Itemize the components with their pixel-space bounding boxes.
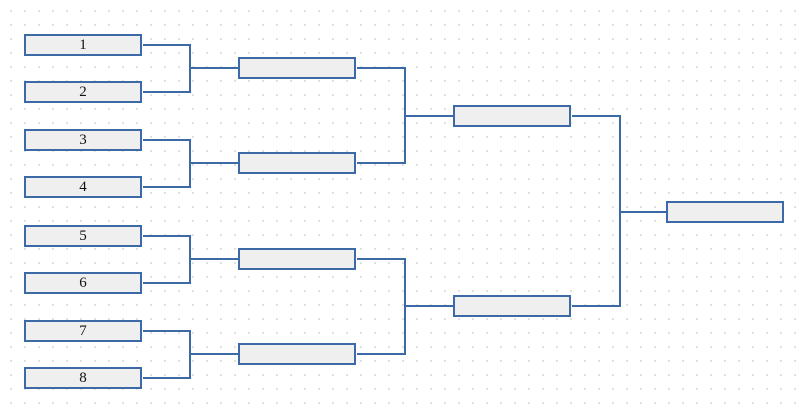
round1-slot-6: 6: [24, 272, 142, 294]
connector-r1-m4: [143, 330, 238, 379]
seed-label: 8: [79, 369, 87, 386]
round1-slot-2: 2: [24, 81, 142, 103]
round2-slot-3: [238, 248, 356, 270]
final-slot: [666, 201, 784, 223]
round1-slot-1: 1: [24, 34, 142, 56]
semifinal-slot-1: [453, 105, 571, 127]
connector-semifinal: [572, 115, 666, 307]
round1-slot-7: 7: [24, 320, 142, 342]
round1-slot-8: 8: [24, 367, 142, 389]
seed-label: 1: [79, 36, 87, 53]
seed-label: 3: [79, 131, 87, 148]
seed-label: 6: [79, 274, 87, 291]
connector-r2-m1: [357, 67, 453, 164]
seed-label: 2: [79, 83, 87, 100]
seed-label: 4: [79, 178, 87, 195]
round1-slot-5: 5: [24, 225, 142, 247]
round2-slot-2: [238, 152, 356, 174]
semifinal-slot-2: [453, 295, 571, 317]
seed-label: 5: [79, 227, 87, 244]
seed-label: 7: [79, 322, 87, 339]
round2-slot-1: [238, 57, 356, 79]
connector-r2-m2: [357, 258, 453, 355]
round2-slot-4: [238, 343, 356, 365]
round1-slot-4: 4: [24, 176, 142, 198]
connector-r1-m2: [143, 139, 238, 188]
round1-slot-3: 3: [24, 129, 142, 151]
connector-r1-m1: [143, 44, 238, 93]
connector-r1-m3: [143, 235, 238, 284]
